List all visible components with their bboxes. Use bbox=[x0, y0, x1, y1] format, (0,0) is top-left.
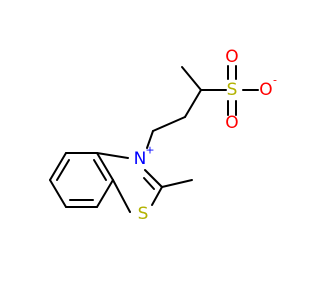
bond-ch2a-ch2b bbox=[152, 116, 186, 132]
bond-n-ch2a bbox=[146, 130, 154, 149]
nitrogen-positive-charge: + bbox=[145, 144, 154, 157]
bonds bbox=[49, 65, 259, 213]
nitrogen-atom: N bbox=[134, 149, 147, 169]
bond-c2-methyl bbox=[161, 179, 193, 188]
oxygen-bottom-atom: O bbox=[225, 113, 238, 133]
bond-benzene-2 bbox=[49, 179, 67, 208]
bond-c2-s bbox=[151, 186, 163, 206]
bond-benzene-5 bbox=[96, 152, 114, 181]
bond-ch-ch3 bbox=[181, 66, 202, 91]
bond-benzene-1 bbox=[49, 152, 67, 181]
oxygen-top-atom: O bbox=[225, 47, 238, 67]
bond-benzene-inner-3 bbox=[93, 159, 107, 181]
bond-benzene-inner-1 bbox=[56, 159, 70, 181]
sulfur-sulfonate-atom: S bbox=[227, 80, 238, 100]
bond-n-c2-double bbox=[143, 177, 155, 190]
sulfur-ring-atom: S bbox=[138, 204, 149, 224]
bond-benzene-4 bbox=[96, 179, 114, 208]
bond-s-c3a bbox=[112, 179, 131, 213]
bond-ch2b-ch bbox=[184, 89, 202, 118]
oxygen-negative-charge: - bbox=[273, 74, 277, 87]
oxygen-right-atom: O bbox=[259, 80, 272, 100]
benzothiazolium-sulfonate-structure: N + S S O O - O bbox=[49, 47, 277, 224]
bond-c7a-n bbox=[96, 152, 129, 159]
bond-n-c2 bbox=[144, 169, 163, 188]
atom-labels: N + S S O O - O bbox=[134, 47, 277, 224]
